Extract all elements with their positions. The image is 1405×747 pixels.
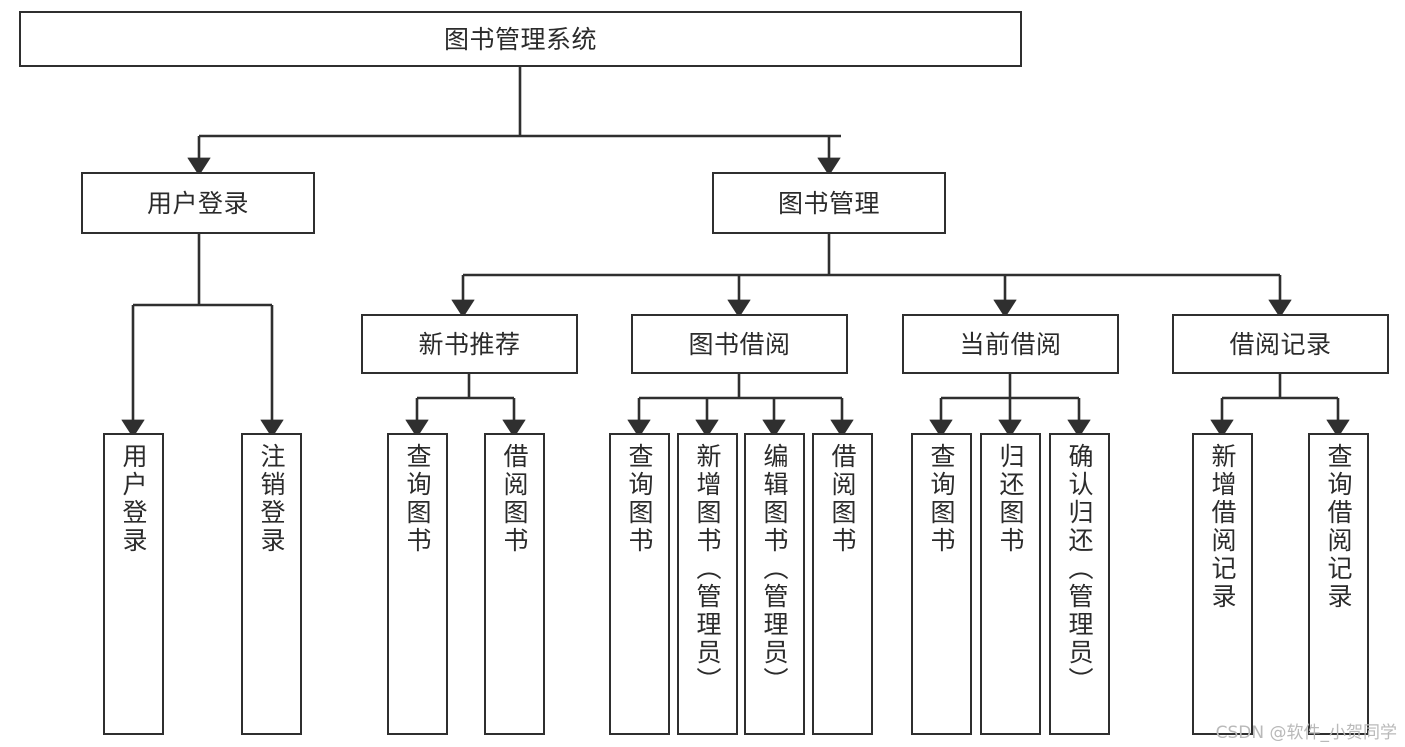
leaf-new-book-query[interactable]: 查询图书 xyxy=(387,433,448,735)
node-label: 新增借阅记录 xyxy=(1208,443,1237,611)
node-label: 借阅图书 xyxy=(828,443,857,555)
leaf-new-book-borrow[interactable]: 借阅图书 xyxy=(484,433,545,735)
leaf-book-borrow-query[interactable]: 查询图书 xyxy=(609,433,670,735)
leaf-borrow-record-query[interactable]: 查询借阅记录 xyxy=(1308,433,1369,735)
node-label: 借阅记录 xyxy=(1229,329,1332,359)
node-label: 图书管理 xyxy=(777,188,880,218)
node-label: 当前借阅 xyxy=(959,329,1062,359)
watermark: CSDN @软件_小贺同学 xyxy=(1215,723,1397,743)
leaf-borrow-record-add[interactable]: 新增借阅记录 xyxy=(1192,433,1253,735)
node-label: 用户登录 xyxy=(146,188,249,218)
node-label: 查询图书 xyxy=(625,443,654,555)
leaf-book-borrow-add[interactable]: 新增图书（管理员） xyxy=(677,433,738,735)
leaf-book-borrow-borrow[interactable]: 借阅图书 xyxy=(812,433,873,735)
node-label: 图书管理系统 xyxy=(443,24,597,54)
node-book-management[interactable]: 图书管理 xyxy=(712,172,946,234)
node-new-book-recommend[interactable]: 新书推荐 xyxy=(361,314,578,374)
node-label: 新书推荐 xyxy=(418,329,521,359)
node-label: 查询图书 xyxy=(927,443,956,555)
node-current-borrow[interactable]: 当前借阅 xyxy=(902,314,1119,374)
node-borrow-record[interactable]: 借阅记录 xyxy=(1172,314,1389,374)
leaf-current-borrow-return[interactable]: 归还图书 xyxy=(980,433,1041,735)
leaf-user-login-logout[interactable]: 注销登录 xyxy=(241,433,302,735)
node-label: 确认归还（管理员） xyxy=(1065,443,1094,695)
node-label: 用户登录 xyxy=(119,443,148,555)
node-label: 归还图书 xyxy=(996,443,1025,555)
node-book-borrow[interactable]: 图书借阅 xyxy=(631,314,848,374)
leaf-book-borrow-edit[interactable]: 编辑图书（管理员） xyxy=(744,433,805,735)
leaf-current-borrow-query[interactable]: 查询图书 xyxy=(911,433,972,735)
leaf-current-borrow-confirm-return[interactable]: 确认归还（管理员） xyxy=(1049,433,1110,735)
node-label: 图书借阅 xyxy=(688,329,791,359)
node-label: 查询借阅记录 xyxy=(1324,443,1353,611)
node-label: 借阅图书 xyxy=(500,443,529,555)
node-label: 新增图书（管理员） xyxy=(693,443,722,695)
node-label: 查询图书 xyxy=(403,443,432,555)
node-root-book-management-system[interactable]: 图书管理系统 xyxy=(19,11,1022,67)
leaf-user-login-login[interactable]: 用户登录 xyxy=(103,433,164,735)
node-label: 注销登录 xyxy=(257,443,286,555)
node-label: 编辑图书（管理员） xyxy=(760,443,789,695)
node-user-login[interactable]: 用户登录 xyxy=(81,172,315,234)
